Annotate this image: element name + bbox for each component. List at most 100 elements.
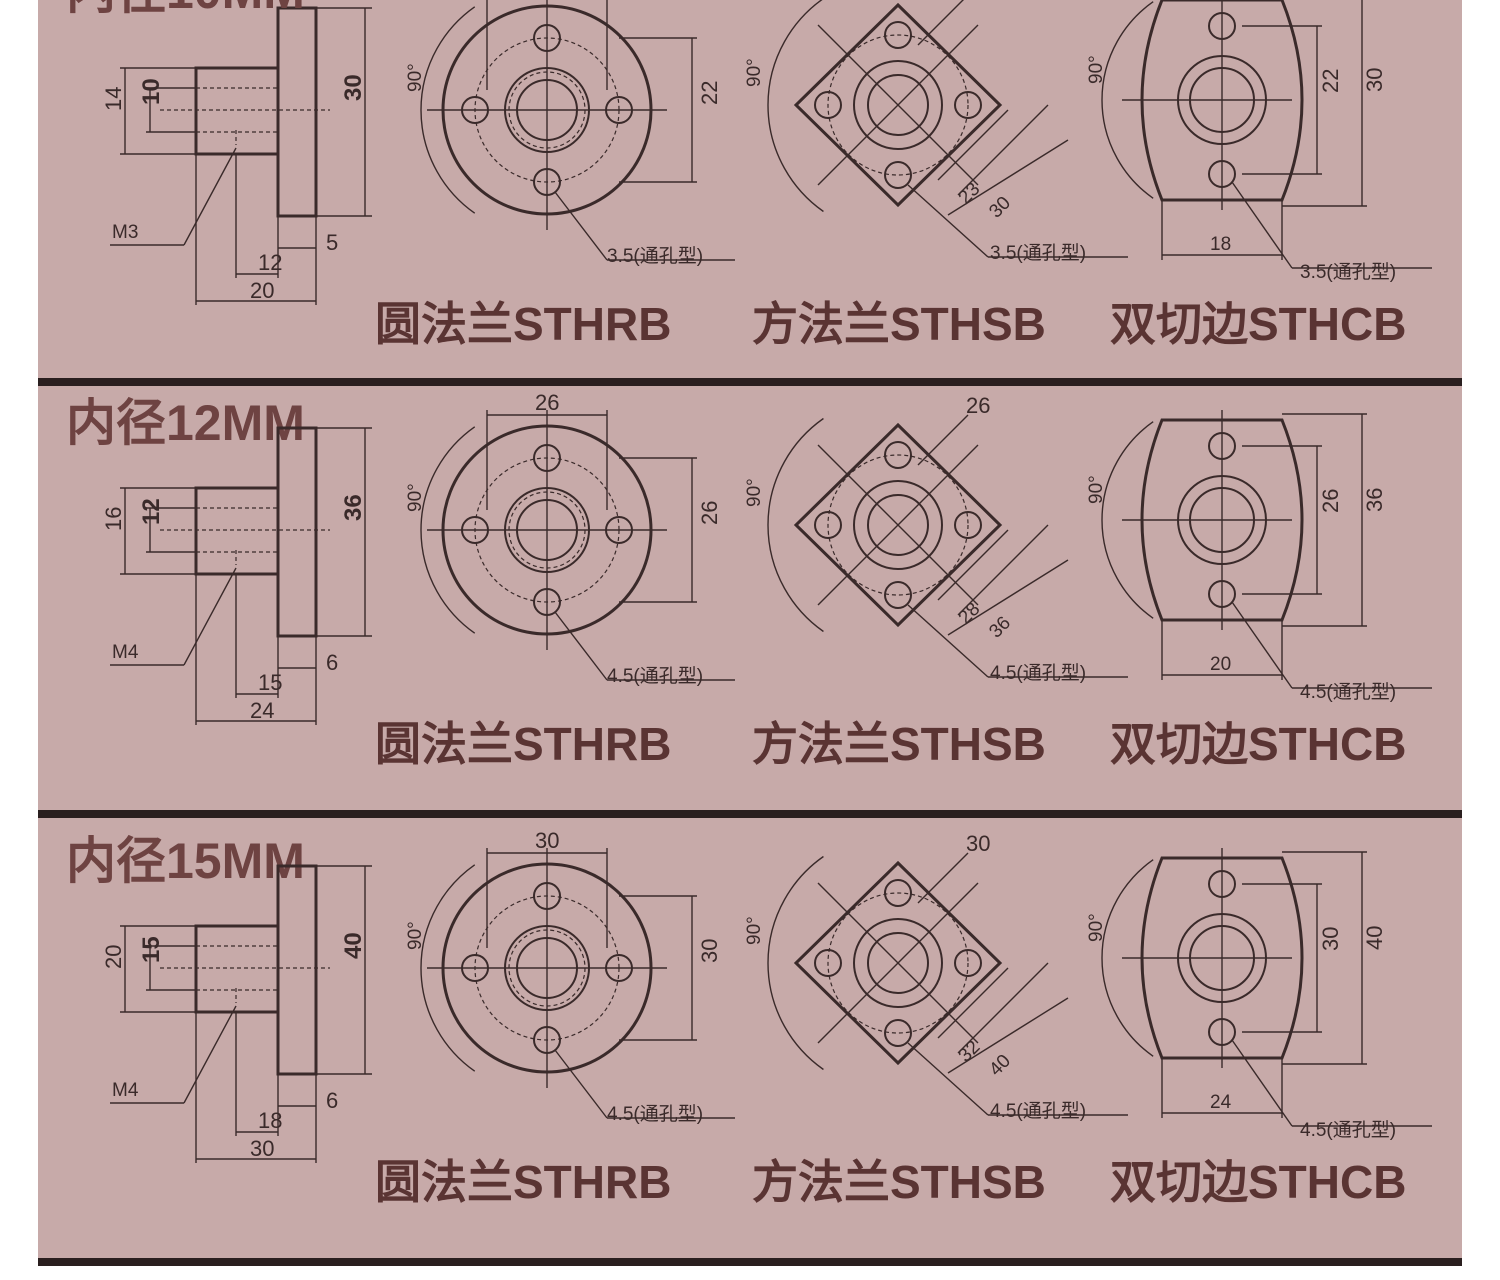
dim-bolt-spacing-top: 30 [535, 828, 559, 853]
dim-diagonal-2: 30 [985, 193, 1015, 223]
dim-flat-width: 24 [1210, 1092, 1232, 1113]
dimension-line [554, 1049, 608, 1119]
section-divider [38, 378, 1462, 386]
section-header: 内径12MM [66, 395, 305, 451]
dimension-line [817, 444, 979, 606]
dimension-line [817, 24, 979, 186]
flange-plate [276, 864, 318, 1076]
flange-plate [276, 426, 318, 638]
dimension-line [917, 0, 964, 46]
section-panel [38, 818, 1462, 1258]
section-divider [38, 810, 1462, 818]
dim-bolt-spacing-side: 22 [697, 81, 722, 105]
square-flange-title: 方法兰STHSB [752, 1156, 1046, 1208]
dim-thread: M4 [112, 1080, 139, 1101]
dim-bolt-spacing-top: 30 [966, 831, 990, 856]
angle-arc [1101, 421, 1154, 619]
dim-bolt-spacing-side: 30 [697, 939, 722, 963]
dim-angle: 90° [1086, 55, 1107, 84]
dim-bolt-spacing-top: 26 [966, 393, 990, 418]
dim-lead: 18 [258, 1108, 282, 1133]
dim-hole-spec: 4.5(通孔型) [990, 1100, 1086, 1122]
dim-lead: 15 [258, 670, 282, 695]
dimension-line [947, 139, 1069, 216]
round-flange-title: 圆法兰STHRB [375, 298, 671, 350]
dim-flat-width: 20 [1210, 654, 1231, 675]
dimension-line [554, 191, 608, 261]
dim-flange-diameter: 30 [340, 74, 367, 101]
dimension-line [957, 962, 1049, 1054]
bolt-hole [954, 91, 982, 119]
dim-flange-diameter: 30 [1362, 68, 1387, 92]
dim-thread: M3 [112, 222, 138, 243]
dimension-line [937, 967, 1009, 1039]
round-flange-title: 圆法兰STHRB [375, 1156, 671, 1208]
bolt-hole [884, 879, 912, 907]
dim-diagonal-2: 36 [985, 613, 1015, 643]
dimension-line [917, 852, 969, 904]
dim-hole-spec: 3.5(通孔型) [1300, 261, 1396, 283]
dimension-line [907, 1042, 989, 1116]
dimension-line [1231, 181, 1293, 269]
angle-arc [767, 0, 824, 213]
bolt-hole [814, 949, 842, 977]
bolt-circle [827, 34, 969, 176]
bore-outer [853, 480, 943, 570]
size-section: 141030M312520222290°3.5(通孔型)圆法兰STHRB2223… [101, 0, 1432, 350]
dimension-line [947, 559, 1069, 636]
bolt-circle [827, 454, 969, 596]
dim-bolt-spacing: 26 [1318, 489, 1343, 513]
dim-inner-diameter: 12 [138, 498, 165, 525]
dim-inner-diameter: 10 [138, 78, 165, 105]
dim-angle: 90° [1086, 475, 1107, 504]
angle-arc [1101, 1, 1154, 199]
dim-angle: 90° [405, 921, 426, 950]
dimension-line [817, 882, 979, 1044]
dimension-line [183, 1005, 237, 1104]
bolt-hole [884, 1019, 912, 1047]
dim-hole-spec: 4.5(通孔型) [1300, 1119, 1396, 1141]
dim-diagonal-1: 23 [955, 179, 985, 209]
dim-flange-thickness: 6 [326, 1088, 338, 1113]
square-flange-title: 方法兰STHSB [752, 298, 1046, 350]
flange-outline [793, 2, 1003, 208]
square-flange-title: 方法兰STHSB [752, 718, 1046, 770]
bolt-hole [884, 21, 912, 49]
bore-inner [867, 932, 929, 994]
nut-body [194, 486, 280, 576]
dim-hole-spec: 3.5(通孔型) [990, 242, 1086, 264]
dim-bolt-spacing: 22 [1318, 69, 1343, 93]
flange-outline [793, 422, 1003, 628]
dim-diagonal-1: 28 [955, 599, 985, 629]
bolt-hole [954, 949, 982, 977]
dim-flange-diameter: 36 [340, 494, 367, 521]
bore-inner [867, 494, 929, 556]
bolt-hole [884, 441, 912, 469]
round-flange-title: 圆法兰STHRB [375, 718, 671, 770]
section-header: 内径15MM [66, 833, 305, 889]
bolt-hole [884, 581, 912, 609]
dimension-line [937, 529, 1009, 601]
dim-hole-spec: 4.5(通孔型) [607, 665, 703, 687]
dim-hole-spec: 3.5(通孔型) [607, 245, 703, 267]
dim-total-length: 24 [250, 698, 274, 723]
dim-inner-diameter: 15 [138, 936, 165, 963]
round-flange-view: 222290°3.5(通孔型)圆法兰STHRB [375, 0, 735, 350]
dimension-line [1231, 601, 1293, 689]
double-cut-flange-title: 双切边STHCB [1110, 1156, 1406, 1208]
dimension-line [937, 109, 1009, 181]
section-divider [38, 1258, 1462, 1266]
dimension-line [1231, 1039, 1293, 1127]
double-cut-flange-title: 双切边STHCB [1110, 298, 1406, 350]
dimension-line [907, 184, 989, 258]
dimension-line [183, 567, 237, 666]
dim-angle: 90° [405, 63, 426, 92]
bore-outer [853, 60, 943, 150]
